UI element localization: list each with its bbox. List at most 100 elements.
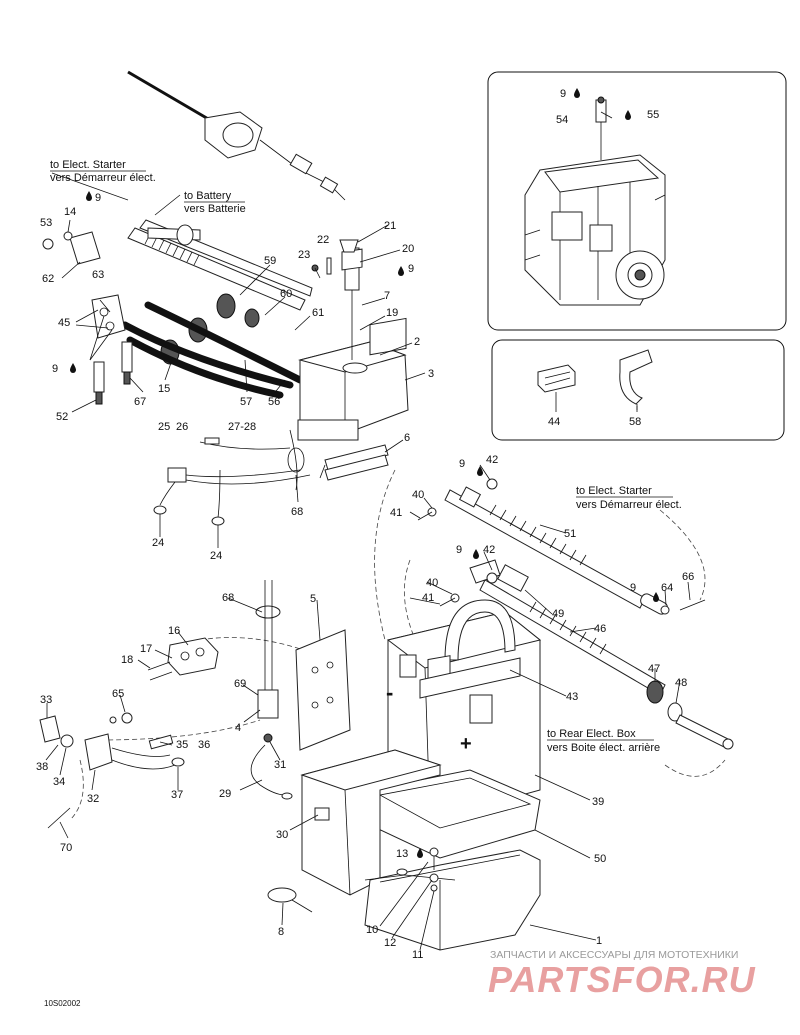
part-label: 9 (52, 363, 58, 375)
part-label: 33 (40, 694, 52, 706)
drop-markers (70, 88, 659, 858)
part-label: 61 (312, 307, 324, 319)
part-label: 50 (594, 853, 606, 865)
bolts-40-41-42 (417, 478, 706, 615)
leader-lines (45, 111, 691, 951)
part-label: 9 (95, 192, 101, 204)
part-label: 15 (158, 383, 170, 395)
part-label: 46 (594, 623, 606, 635)
part-label: 4 (235, 722, 241, 734)
drop-icon (417, 848, 423, 858)
part-label: 9 (560, 88, 566, 100)
frame-rail (364, 849, 541, 951)
part-label: 6 (404, 432, 410, 444)
part-label: 53 (40, 217, 52, 229)
part-label: 29 (219, 788, 231, 800)
part-label: 41 (422, 592, 434, 604)
part-label: 49 (552, 608, 564, 620)
part-label: 3 (428, 368, 434, 380)
callout-right-starter: to Elect. Starter vers Démarreur élect. (576, 485, 682, 511)
part-label: 39 (592, 796, 604, 808)
harness-6 (324, 444, 389, 481)
part-label: 24 (210, 550, 222, 562)
callout-to-battery: to Battery (184, 190, 232, 202)
part-label: 64 (661, 582, 673, 594)
part-label: 16 (168, 625, 180, 637)
callout-battery: to Battery vers Batterie (184, 190, 246, 215)
callout-vers-demarreur-right: vers Démarreur élect. (576, 499, 682, 511)
part-label: 57 (240, 396, 252, 408)
part-label: 21 (384, 220, 396, 232)
part-label: 52 (56, 411, 68, 423)
part-label: 14 (64, 206, 76, 218)
plus-sign: + (460, 733, 472, 755)
engine-inset-box (487, 71, 787, 331)
drop-icon (477, 466, 483, 476)
part-label: 66 (682, 571, 694, 583)
part-label: 17 (140, 643, 152, 655)
part-label: 22 (317, 234, 329, 246)
part-label: 18 (121, 654, 133, 666)
part-label: 27-28 (228, 421, 256, 433)
part-label: 48 (675, 677, 687, 689)
part-label: 40 (412, 489, 424, 501)
part-label: 45 (58, 317, 70, 329)
part-label: 31 (274, 759, 286, 771)
drop-icon (398, 266, 404, 276)
part-label: 51 (564, 528, 576, 540)
part-label: 7 (384, 290, 390, 302)
part-label: 32 (87, 793, 99, 805)
part-label: 26 (176, 421, 188, 433)
minus-sign: - (386, 680, 393, 705)
part-label: 5 (310, 593, 316, 605)
part-label: 38 (36, 761, 48, 773)
part-label: 9 (459, 458, 465, 470)
drop-icon (86, 191, 92, 201)
part-label: 67 (134, 396, 146, 408)
part-label: 60 (280, 288, 292, 300)
part-label: 23 (298, 249, 310, 261)
part-label: 70 (60, 842, 72, 854)
callout-top-starter: to Elect. Starter vers Démarreur élect. (50, 159, 156, 184)
part-label: 1 (596, 935, 602, 947)
part-label: 12 (384, 937, 396, 949)
part-label: 19 (386, 307, 398, 319)
part-label: 36 (198, 739, 210, 751)
drop-icon (625, 110, 631, 120)
part-label: 43 (566, 691, 578, 703)
part-label: 68 (291, 506, 303, 518)
part-label: 47 (648, 663, 660, 675)
drop-icon (70, 363, 76, 373)
callout-vers-demarreur: vers Démarreur élect. (50, 172, 156, 184)
part-label: 63 (92, 269, 104, 281)
part-label: 9 (630, 582, 636, 594)
part-label: 34 (53, 776, 65, 788)
strap-8 (267, 887, 313, 913)
part-label: 54 (556, 114, 568, 126)
part-label: 37 (171, 789, 183, 801)
drop-icon (653, 592, 659, 602)
part-label: 41 (390, 507, 402, 519)
part-label: 20 (402, 243, 414, 255)
electric-box (297, 239, 409, 441)
watermark: ЗАПЧАСТИ И АКСЕССУАРЫ ДЛЯ МОТОТЕХНИКИ PA… (488, 949, 756, 1000)
part-label: 68 (222, 592, 234, 604)
part-label: 9 (456, 544, 462, 556)
part-label: 42 (483, 544, 495, 556)
part-label: 24 (152, 537, 164, 549)
part-label: 9 (408, 263, 414, 275)
part-label: 25 (158, 421, 170, 433)
callout-rear-box: to Rear Elect. Box vers Boite élect. arr… (547, 728, 660, 754)
part-label: 42 (486, 454, 498, 466)
part-label: 65 (112, 688, 124, 700)
part-label: 55 (647, 109, 659, 121)
fasteners-10-13 (396, 847, 439, 892)
part-number-labels: 9 54 55 44 58 9 14 53 62 63 45 9 52 67 1… (36, 88, 694, 961)
callout-to-elect-starter-right: to Elect. Starter (576, 485, 652, 497)
part-label: 69 (234, 678, 246, 690)
solenoid-group (109, 580, 351, 800)
watermark-brand: PARTSFOR.RU (488, 959, 756, 1000)
main-cable-assembly (42, 70, 346, 405)
callout-vers-boite: vers Boite élect. arrière (547, 742, 660, 754)
watermark-tagline: ЗАПЧАСТИ И АКСЕССУАРЫ ДЛЯ МОТОТЕХНИКИ (490, 949, 738, 961)
